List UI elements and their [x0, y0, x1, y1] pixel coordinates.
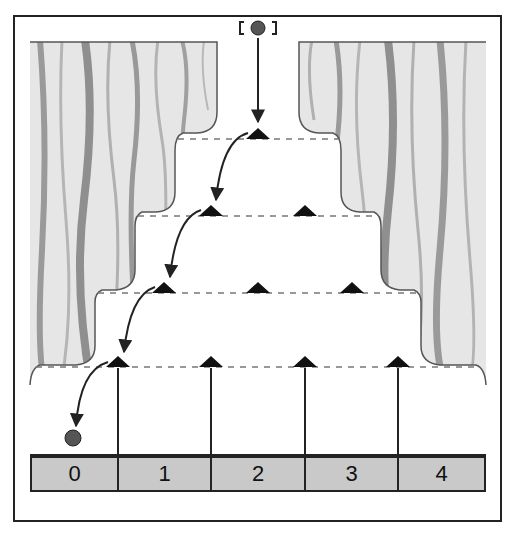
bin-cell: 4 [397, 456, 486, 492]
peg-row-lines [36, 139, 480, 367]
bin-cell: 3 [304, 456, 399, 492]
bin-cell: 2 [210, 456, 306, 492]
ball [251, 21, 265, 35]
bin-number: 3 [345, 463, 357, 485]
wood-edge [30, 42, 217, 385]
frame [14, 16, 501, 521]
bin-cell: 0 [30, 456, 119, 492]
bin-dividers [118, 368, 398, 456]
ball [65, 430, 81, 446]
bin-number: 0 [68, 463, 80, 485]
bin-number: 1 [158, 463, 170, 485]
bin-number: 4 [435, 463, 447, 485]
wood-edge [299, 42, 486, 385]
wood-right [290, 40, 495, 390]
bin-number: 2 [252, 463, 264, 485]
bin-cell: 1 [117, 456, 212, 492]
ball-path [76, 38, 258, 426]
pegs [106, 128, 410, 367]
funnel [240, 22, 276, 34]
wood-left [20, 40, 230, 390]
